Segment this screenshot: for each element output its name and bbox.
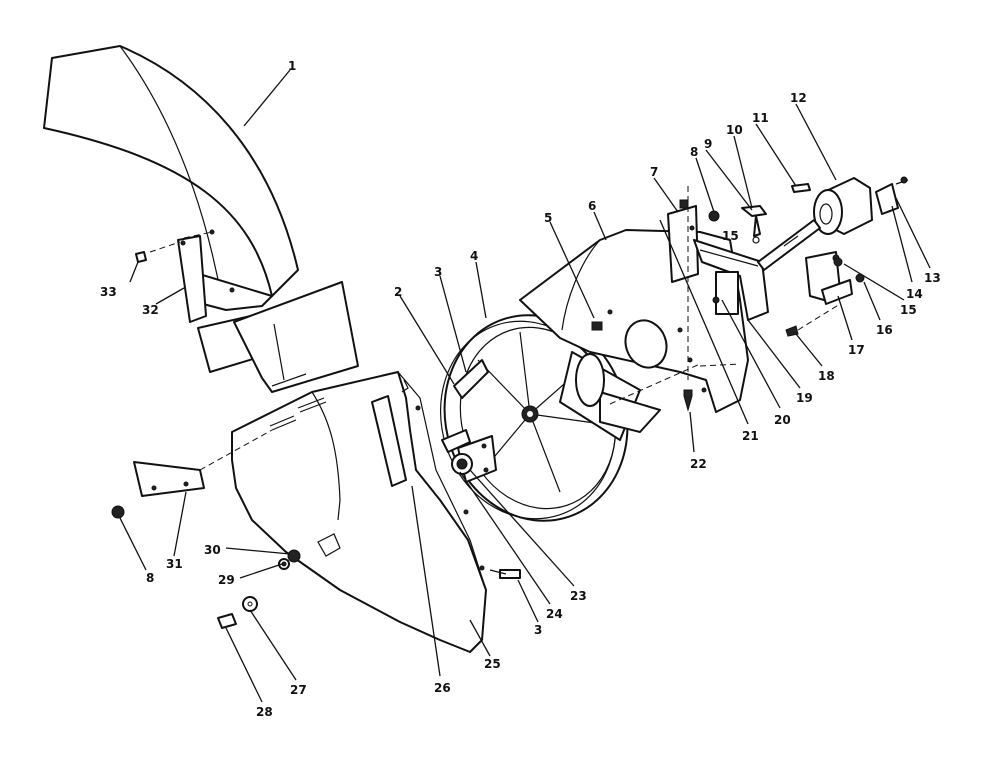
- callout-23: 23: [570, 589, 587, 603]
- callout-6: 6: [588, 199, 596, 213]
- callout-27: 27: [290, 683, 307, 697]
- callout-5: 5: [544, 211, 552, 225]
- callout-28: 28: [256, 705, 273, 719]
- mounting-bracket: [667, 186, 769, 380]
- discharge-chute: [43, 45, 299, 311]
- callouts: 1 2 3 4 5 6 7 8 9 10 11 12 13 14 15 15 1…: [100, 59, 941, 719]
- chute-bracket: [149, 229, 215, 323]
- callout-9: 9: [704, 137, 712, 151]
- callout-15-right: 15: [900, 303, 917, 317]
- bearing-assembly: [451, 435, 497, 483]
- chute-deflector: [197, 281, 359, 393]
- callout-11: 11: [752, 111, 769, 125]
- callout-22: 22: [690, 457, 707, 471]
- callout-14: 14: [906, 287, 923, 301]
- side-plate: [133, 429, 273, 497]
- callout-19: 19: [796, 391, 813, 405]
- knob-and-key: [741, 183, 811, 244]
- leader-lines: [119, 69, 931, 703]
- callout-1: 1: [288, 59, 296, 73]
- callout-3: 3: [434, 265, 442, 279]
- callout-24: 24: [546, 607, 563, 621]
- callout-16: 16: [876, 323, 893, 337]
- callout-33: 33: [100, 285, 117, 299]
- blower-housing: [231, 371, 487, 653]
- callout-8-left: 8: [146, 571, 154, 585]
- callout-30: 30: [204, 543, 221, 557]
- callout-32: 32: [142, 303, 159, 317]
- callout-21: 21: [742, 429, 759, 443]
- callout-18: 18: [818, 369, 835, 383]
- callout-2: 2: [394, 285, 402, 299]
- callout-15-top: 15: [722, 229, 739, 243]
- callout-13: 13: [924, 271, 941, 285]
- callout-10: 10: [726, 123, 743, 137]
- support-bracket: [805, 251, 853, 305]
- callout-25: 25: [484, 657, 501, 671]
- callout-17: 17: [848, 343, 865, 357]
- callout-26: 26: [434, 681, 451, 695]
- callout-20: 20: [774, 413, 791, 427]
- callout-31: 31: [166, 557, 183, 571]
- callout-29: 29: [218, 573, 235, 587]
- callout-4: 4: [470, 249, 478, 263]
- callout-7: 7: [650, 165, 658, 179]
- callout-12: 12: [790, 91, 807, 105]
- callout-3-bottom: 3: [534, 623, 542, 637]
- callout-8-top: 8: [690, 145, 698, 159]
